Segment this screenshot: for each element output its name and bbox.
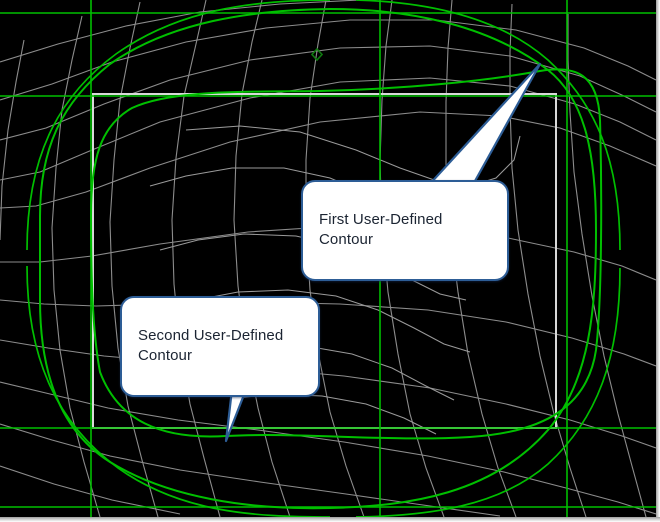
callout-second-label: Second User-Defined Contour bbox=[138, 326, 284, 364]
first-user-defined-contour bbox=[39, 7, 598, 510]
callout-first-label: First User-Defined Contour bbox=[319, 210, 443, 248]
window-edge-bottom bbox=[0, 517, 660, 522]
contour-corner-arcs bbox=[26, 0, 621, 517]
window-edge-right bbox=[656, 0, 660, 522]
second-user-defined-contour bbox=[89, 68, 603, 440]
callout-first-user-defined-contour[interactable]: First User-Defined Contour bbox=[301, 180, 509, 281]
diamond-marker[interactable] bbox=[310, 47, 324, 62]
callout-second-user-defined-contour[interactable]: Second User-Defined Contour bbox=[120, 296, 320, 397]
